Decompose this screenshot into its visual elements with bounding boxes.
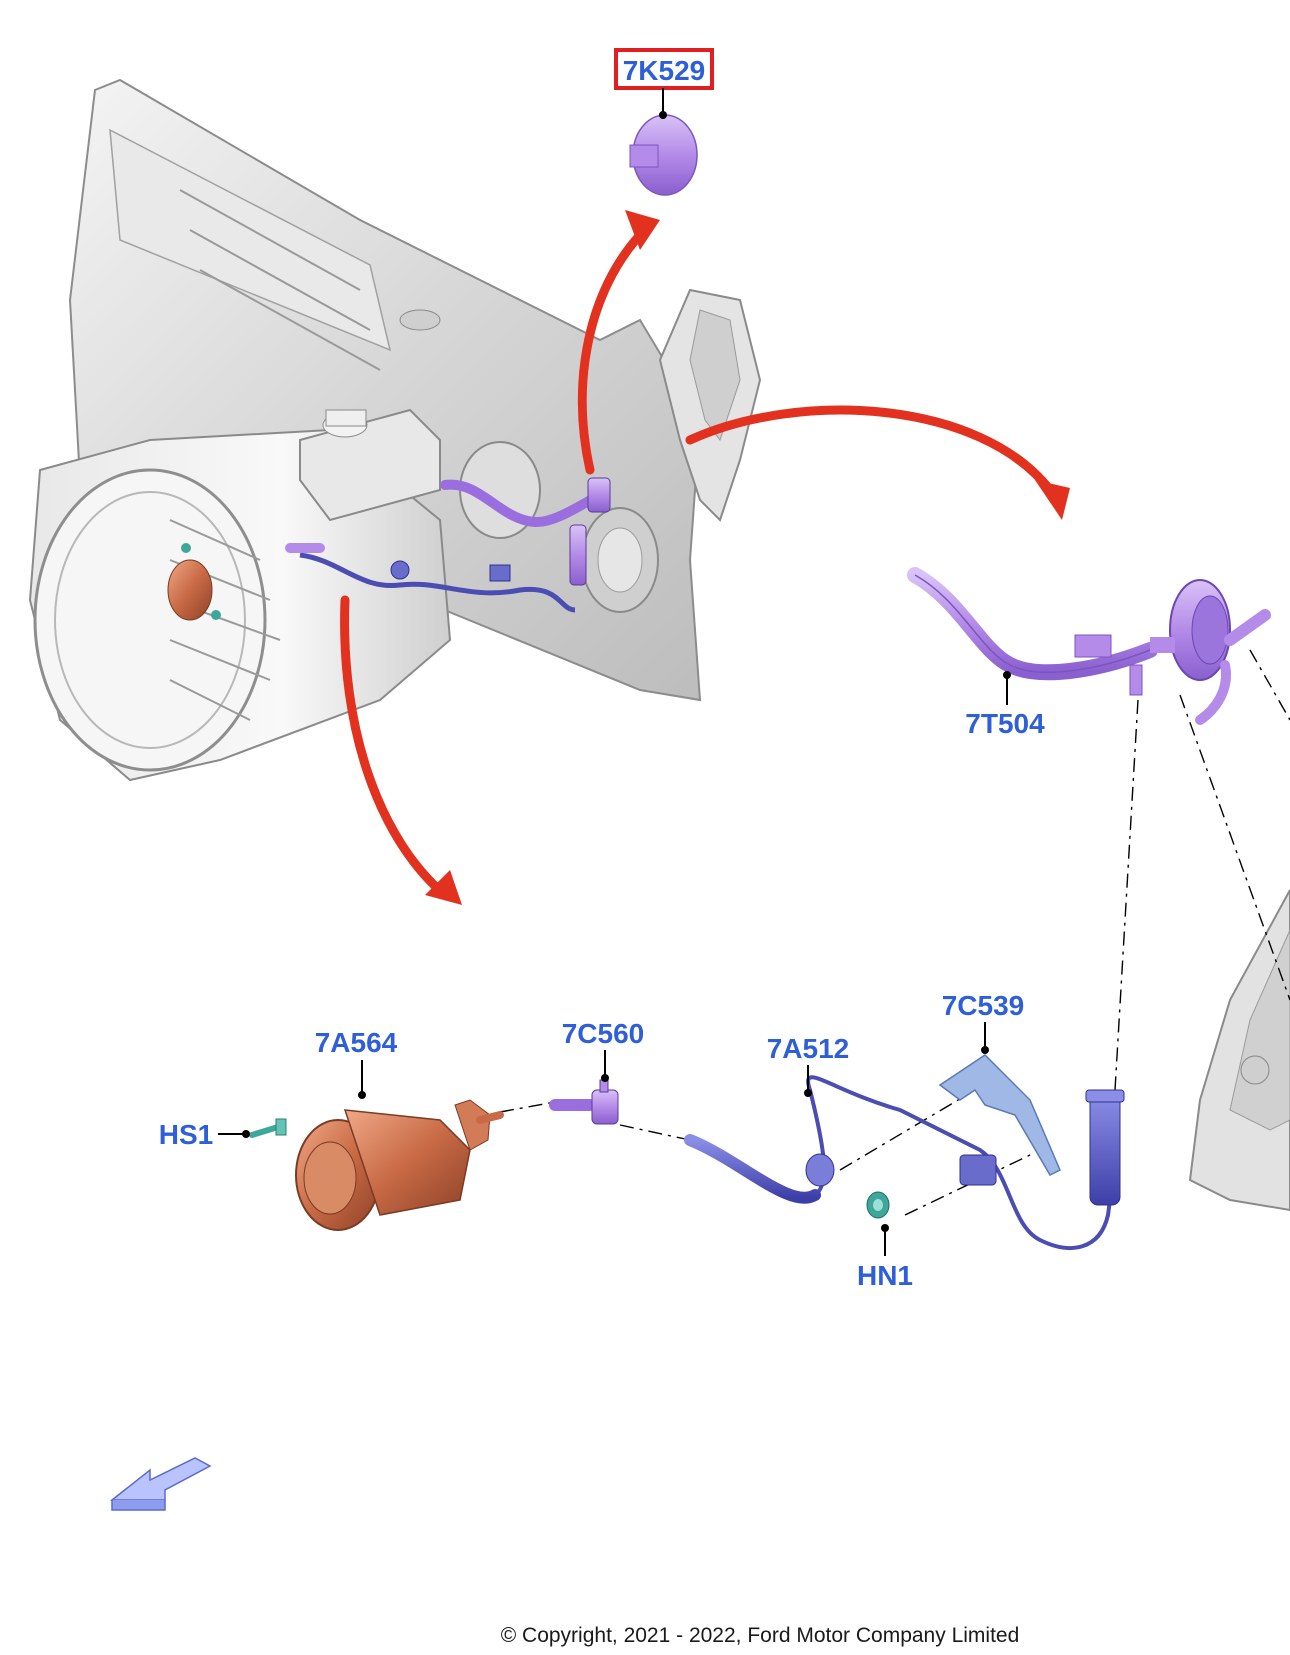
- part-7C560-connector: [549, 1079, 619, 1125]
- part-7K529-grommet: [629, 114, 698, 196]
- pedal-box: [1188, 889, 1290, 1212]
- part-7A564-slave-cylinder: [295, 1099, 504, 1231]
- label-7C539[interactable]: 7C539: [942, 990, 1025, 1054]
- part-HN1-nut: [866, 1191, 890, 1219]
- label-HS1-text: HS1: [159, 1119, 213, 1150]
- fluid-reservoir: [299, 408, 441, 522]
- part-7T504-pipe: [907, 567, 1271, 725]
- label-7A512[interactable]: 7A512: [767, 1033, 850, 1097]
- label-7C539-text: 7C539: [942, 990, 1025, 1021]
- label-7A512-text: 7A512: [767, 1033, 850, 1064]
- label-HS1[interactable]: HS1: [159, 1119, 250, 1150]
- copyright-notice: © Copyright, 2021 - 2022, Ford Motor Com…: [501, 1624, 1020, 1647]
- part-7A512-tube: [684, 1075, 1125, 1250]
- label-7C560-text: 7C560: [562, 1018, 645, 1049]
- label-7K529[interactable]: 7K529: [614, 48, 714, 119]
- direction-arrow-icon: [109, 1457, 212, 1511]
- pedal-bracket: [658, 288, 762, 522]
- label-7C560[interactable]: 7C560: [562, 1018, 645, 1082]
- installed-clutch-lines: [285, 477, 611, 613]
- label-7T504[interactable]: 7T504: [965, 671, 1045, 739]
- label-HN1-text: HN1: [857, 1260, 913, 1291]
- callout-arrows: [340, 210, 1070, 905]
- label-7K529-text: 7K529: [623, 55, 706, 86]
- label-7A564[interactable]: 7A564: [315, 1027, 398, 1099]
- part-HS1-bolt: [249, 1118, 287, 1138]
- label-7A564-text: 7A564: [315, 1027, 398, 1058]
- alignment-lines: [499, 649, 1290, 1216]
- label-HN1[interactable]: HN1: [857, 1224, 913, 1291]
- part-7C539-bracket: [938, 1054, 1061, 1176]
- label-7T504-text: 7T504: [965, 708, 1045, 739]
